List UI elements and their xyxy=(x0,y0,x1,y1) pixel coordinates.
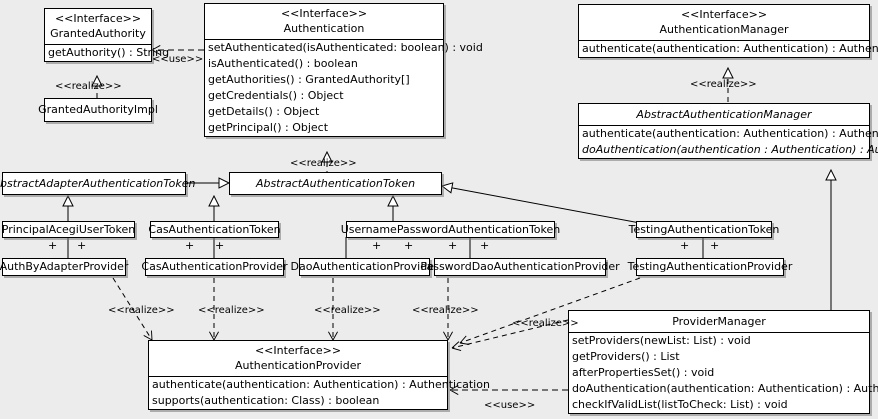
multiplicity-marker: + xyxy=(448,239,458,252)
operations-compartment: authenticate(authentication: Authenticat… xyxy=(149,376,490,409)
multiplicity-marker: + xyxy=(77,239,87,252)
edge-label-realize-abstract-authentication-token: <<realize>> xyxy=(290,158,357,169)
operations-compartment: setProviders(newList: List) : void getPr… xyxy=(569,332,878,413)
class-name: PasswordDaoAuthenticationProvider xyxy=(420,260,620,273)
class-abstract-authentication-token[interactable]: AbstractAuthenticationToken xyxy=(229,172,442,195)
class-granted-authority-impl[interactable]: GrantedAuthorityImpl xyxy=(38,98,158,122)
stereotype-label: <<Interface>> xyxy=(254,344,342,357)
class-name: AbstractAuthenticationManager xyxy=(636,108,812,121)
class-authentication[interactable]: <<Interface>> Authentication setAuthenti… xyxy=(204,3,483,137)
operation: authenticate(authentication: Authenticat… xyxy=(582,127,878,140)
edge-label-realize-granted-authority-impl: <<realize>> xyxy=(55,81,122,92)
class-authentication-provider[interactable]: <<Interface>> AuthenticationProvider aut… xyxy=(148,340,490,410)
class-name: CasAuthenticationProvider xyxy=(141,260,288,273)
operation: getAuthorities() : GrantedAuthority[] xyxy=(208,73,410,86)
operation: getCredentials() : Object xyxy=(208,89,344,102)
class-abstract-authentication-manager[interactable]: AbstractAuthenticationManager authentica… xyxy=(578,103,878,159)
class-header: ProviderManager xyxy=(569,311,869,332)
operation: getProviders() : List xyxy=(572,350,680,363)
operations-compartment: authenticate(authentication: Authenticat… xyxy=(579,40,878,57)
class-name: PrincipalAcegiUserToken xyxy=(1,222,136,236)
edge-label-realize-testing-authentication-provider: <<realize>> xyxy=(512,318,579,329)
class-testing-authentication-token[interactable]: TestingAuthenticationToken xyxy=(629,221,779,238)
class-cas-authentication-token[interactable]: CasAuthenticationToken xyxy=(148,221,281,238)
edge-label-realize-auth-by-adapter-provider: <<realize>> xyxy=(108,305,175,316)
operation: afterPropertiesSet() : void xyxy=(572,366,715,379)
operations-compartment: setAuthenticated(isAuthenticated: boolea… xyxy=(205,39,483,136)
edge-label-realize-cas-authentication-provider: <<realize>> xyxy=(198,305,265,316)
operation: getAuthority() : String xyxy=(48,46,170,59)
operation: authenticate(authentication: Authenticat… xyxy=(582,42,878,55)
multiplicity-marker: + xyxy=(215,239,225,252)
multiplicity-marker: + xyxy=(480,239,490,252)
class-name: Authentication xyxy=(283,22,365,35)
class-name: DaoAuthenticationProvider xyxy=(290,260,439,273)
class-name: AuthByAdapterProvider xyxy=(0,260,129,273)
stereotype-label: <<Interface>> xyxy=(680,8,768,21)
operation: doAuthentication(authentication: Authent… xyxy=(572,382,878,395)
class-header: <<Interface>> AuthenticationManager xyxy=(579,5,869,40)
stereotype-label: <<Interface>> xyxy=(280,7,368,20)
operation: isAuthenticated() : boolean xyxy=(208,57,358,70)
class-authentication-manager[interactable]: <<Interface>> AuthenticationManager auth… xyxy=(578,4,878,58)
class-name: AbstractAdapterAuthenticationToken xyxy=(0,176,196,190)
class-header: <<Interface>> GrantedAuthority xyxy=(45,9,151,44)
class-header: <<Interface>> Authentication xyxy=(205,4,443,39)
stereotype-label: <<Interface>> xyxy=(54,12,142,25)
operation: authenticate(authentication: Authenticat… xyxy=(152,378,490,391)
class-dao-authentication-provider[interactable]: DaoAuthenticationProvider xyxy=(291,258,439,276)
class-provider-manager[interactable]: ProviderManager setProviders(newList: Li… xyxy=(568,310,878,414)
edge-label-use-provider-manager: <<use>> xyxy=(484,400,536,411)
operations-compartment: getAuthority() : String xyxy=(45,44,170,61)
class-auth-by-adapter-provider[interactable]: AuthByAdapterProvider xyxy=(0,258,129,276)
multiplicity-marker: + xyxy=(185,239,195,252)
operation: setAuthenticated(isAuthenticated: boolea… xyxy=(208,41,483,54)
class-name: TestingAuthenticationProvider xyxy=(627,260,793,273)
class-principal-acegi-user-token[interactable]: PrincipalAcegiUserToken xyxy=(2,221,135,238)
class-name: UsernamePasswordAuthenticationToken xyxy=(340,222,561,236)
class-header: <<Interface>> AuthenticationProvider xyxy=(149,341,447,376)
operation: doAuthentication(authentication : Authen… xyxy=(582,143,878,156)
class-name: TestingAuthenticationToken xyxy=(628,222,780,236)
multiplicity-marker: + xyxy=(680,239,690,252)
multiplicity-marker: + xyxy=(48,239,58,252)
class-name: AuthenticationManager xyxy=(659,23,789,36)
multiplicity-marker: + xyxy=(710,239,720,252)
class-name: CasAuthenticationToken xyxy=(148,222,281,236)
edge-label-use-authentication-granted-authority: <<use>> xyxy=(152,54,204,65)
class-testing-authentication-provider[interactable]: TestingAuthenticationProvider xyxy=(628,258,792,276)
multiplicity-marker: + xyxy=(372,239,382,252)
class-name: AuthenticationProvider xyxy=(234,359,362,372)
class-name: GrantedAuthority xyxy=(50,27,146,40)
edge-label-realize-dao-authentication-provider: <<realize>> xyxy=(314,305,381,316)
class-name: GrantedAuthorityImpl xyxy=(38,103,158,116)
operation: setProviders(newList: List) : void xyxy=(572,334,751,347)
class-abstract-adapter-authentication-token[interactable]: AbstractAdapterAuthenticationToken xyxy=(0,172,195,195)
class-name: ProviderManager xyxy=(672,315,766,328)
edge-label-realize-password-dao-authentication-provider: <<realize>> xyxy=(412,305,479,316)
multiplicity-marker: + xyxy=(404,239,414,252)
class-granted-authority[interactable]: <<Interface>> GrantedAuthority getAuthor… xyxy=(44,8,170,62)
operation: getPrincipal() : Object xyxy=(208,121,329,134)
class-name: AbstractAuthenticationToken xyxy=(255,176,416,190)
class-cas-authentication-provider[interactable]: CasAuthenticationProvider xyxy=(141,258,288,276)
operation: checkIfValidList(listToCheck: List) : vo… xyxy=(572,398,788,411)
class-password-dao-authentication-provider[interactable]: PasswordDaoAuthenticationProvider xyxy=(420,258,620,276)
operations-compartment: authenticate(authentication: Authenticat… xyxy=(579,125,878,158)
class-header: AbstractAuthenticationManager xyxy=(579,104,869,125)
operation: supports(authentication: Class) : boolea… xyxy=(152,394,380,407)
class-username-password-authentication-token[interactable]: UsernamePasswordAuthenticationToken xyxy=(341,221,560,238)
edge-label-realize-abstract-authentication-manager: <<realize>> xyxy=(690,79,757,90)
operation: getDetails() : Object xyxy=(208,105,320,118)
